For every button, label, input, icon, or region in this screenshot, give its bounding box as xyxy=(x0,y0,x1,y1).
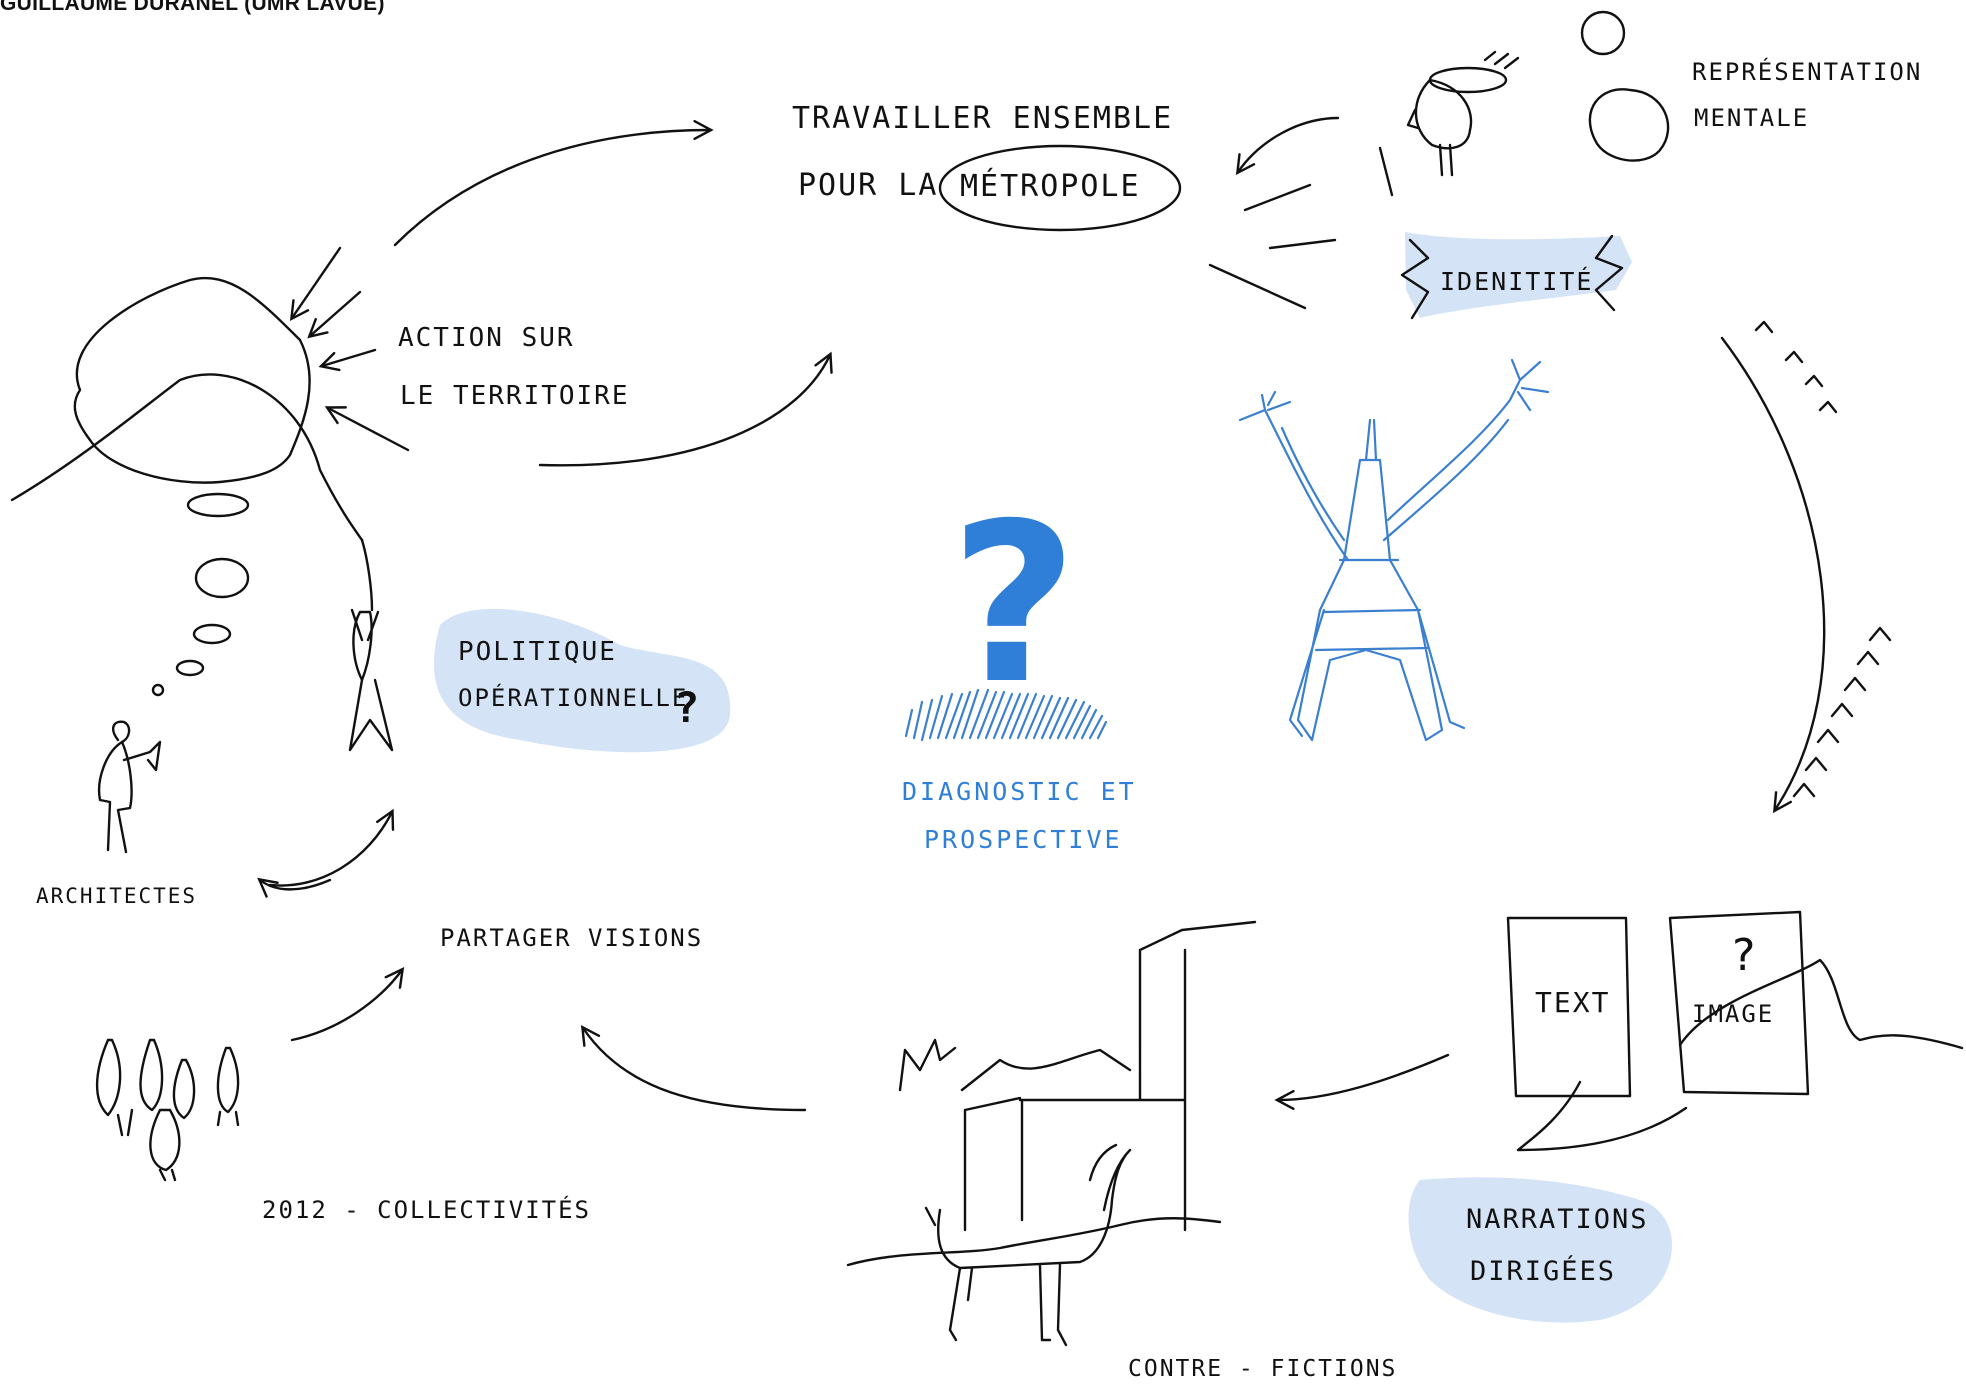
eiffel-arm-right xyxy=(1382,358,1550,542)
thought-path xyxy=(360,538,374,612)
title-line2-prefix: POUR LA xyxy=(798,168,938,203)
title-line2-boxed: MÉTROPOLE xyxy=(960,168,1141,204)
identite-blob xyxy=(1405,232,1632,318)
image-card-label: IMAGE xyxy=(1692,1000,1774,1028)
arrow-to-travailler xyxy=(393,119,714,247)
narrations-blob xyxy=(1408,1177,1673,1323)
creature-sketch xyxy=(924,1143,1132,1347)
action-line1: ACTION SUR xyxy=(398,323,575,353)
text-card xyxy=(1506,916,1632,1098)
action-arrow-3 xyxy=(318,348,377,372)
image-landscape-line xyxy=(1678,958,1964,1050)
representation-line2: MENTALE xyxy=(1694,104,1809,132)
image-card-question-mark: ? xyxy=(1730,930,1759,981)
politique-line1: POLITIQUE xyxy=(458,637,617,667)
collectivites-label: 2012 - COLLECTIVITÉS xyxy=(262,1195,591,1224)
eiffel-arm-left xyxy=(1238,390,1350,562)
chevrons-upper xyxy=(1754,320,1838,414)
thought-bubble-4 xyxy=(175,659,205,677)
eiffel-tower xyxy=(1288,418,1466,742)
action-arrow-2 xyxy=(307,290,362,339)
narrations-line2: DIRIGÉES xyxy=(1470,1255,1616,1287)
thought-bubble-1 xyxy=(186,492,250,518)
thought-bubble-2 xyxy=(194,557,250,599)
big-question-mark: ? xyxy=(950,476,1078,732)
arrow-right-cycle xyxy=(1720,336,1826,814)
representation-line1: REPRÉSENTATION xyxy=(1692,57,1922,86)
architectes-label: ARCHITECTES xyxy=(36,884,197,908)
politique-blob xyxy=(433,608,731,753)
hill-outline xyxy=(73,276,311,484)
ground-line xyxy=(846,1217,1222,1267)
thought-bubble-3 xyxy=(192,623,232,645)
diagnostic-line2: PROSPECTIVE xyxy=(924,825,1123,854)
architect-figure xyxy=(97,720,162,854)
arrow-collectivites-to-partager xyxy=(290,967,405,1042)
politique-line2: OPÉRATIONNELLE xyxy=(458,683,688,712)
narrations-line1: NARRATIONS xyxy=(1466,1204,1649,1235)
large-circle xyxy=(1588,88,1670,162)
arrow-back-to-architectes xyxy=(257,877,332,898)
crowd-figures xyxy=(95,1038,240,1182)
text-card-label: TEXT xyxy=(1535,986,1610,1019)
halo xyxy=(1428,66,1508,94)
action-arrow-1 xyxy=(289,246,342,322)
title-line1: TRAVAILLER ENSEMBLE xyxy=(792,101,1173,136)
identite-bracket-left xyxy=(1400,238,1430,320)
arrow-contre-to-partager xyxy=(580,1024,807,1112)
mental-dashes xyxy=(1483,50,1520,70)
building-sketch xyxy=(898,920,1257,1232)
chevrons-lower xyxy=(1792,626,1892,798)
contre-fictions-label: CONTRE - FICTIONS xyxy=(1128,1356,1397,1382)
hatched-ground xyxy=(904,688,1108,742)
arrow-territoire-to-travailler xyxy=(538,351,833,467)
arrow-narrations-to-contre xyxy=(1274,1053,1450,1111)
cards-connector xyxy=(1516,1080,1688,1152)
diagnostic-line1: DIAGNOSTIC ET xyxy=(902,777,1137,806)
thought-bubble-5 xyxy=(151,683,165,697)
ray-lines xyxy=(1208,146,1394,310)
image-card xyxy=(1668,910,1810,1096)
action-arrow-4 xyxy=(324,406,410,452)
author-credit: GUILLAUME DURANEL (UMR LAVUE) xyxy=(0,0,385,15)
thinking-head xyxy=(1406,78,1473,177)
identite-bracket-right xyxy=(1594,234,1624,312)
hill-ridge xyxy=(10,373,364,542)
partager-visions-label: PARTAGER VISIONS xyxy=(440,924,703,952)
identite-label: IDENITITÉ xyxy=(1440,267,1593,296)
raising-figure xyxy=(348,608,394,752)
small-circle xyxy=(1580,10,1626,56)
politique-question-mark: ? xyxy=(674,683,701,732)
arrow-architectes-to-figure xyxy=(268,808,395,887)
metropole-oval xyxy=(938,144,1182,232)
arrow-identite-to-travailler xyxy=(1235,116,1340,176)
action-line2: LE TERRITOIRE xyxy=(400,381,630,411)
